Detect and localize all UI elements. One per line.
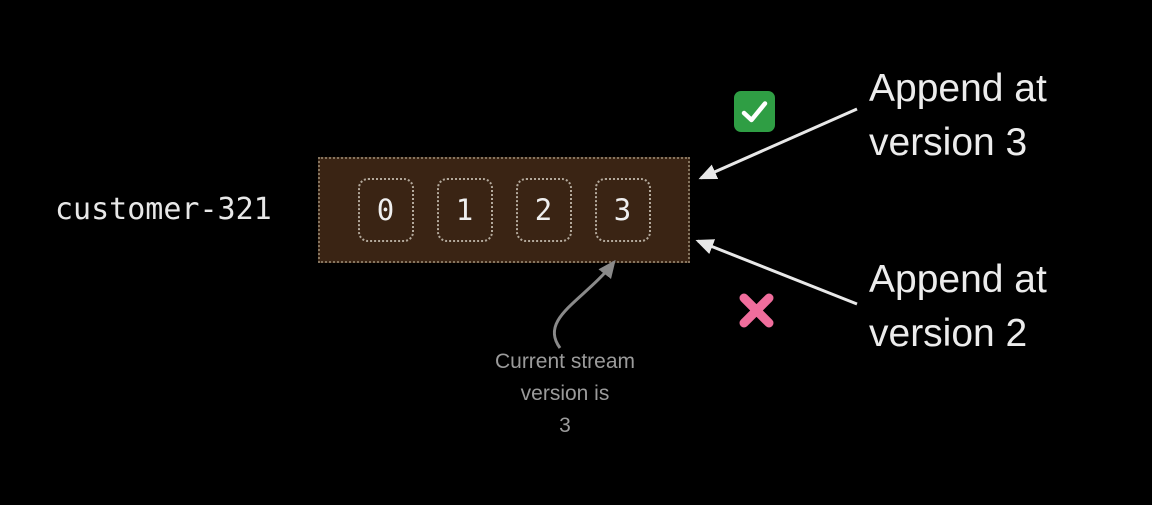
append-version-3-arrow — [698, 107, 858, 180]
current-version-note-line3: 3 — [559, 414, 571, 437]
current-version-arrow — [552, 259, 616, 349]
append-version-2-annotation: Append at version 2 — [869, 253, 1047, 361]
append-version-3-annotation: Append at version 3 — [869, 62, 1047, 170]
event-cell-0: 0 — [357, 178, 414, 242]
check-icon-background — [734, 91, 775, 132]
event-version-label: 0 — [376, 193, 395, 227]
event-version-label: 2 — [534, 193, 553, 227]
event-cell-1: 1 — [436, 178, 493, 242]
stream-name-label: customer-321 — [55, 192, 272, 227]
append-version-3-line1: Append at — [869, 67, 1047, 110]
event-version-label: 1 — [455, 193, 474, 227]
append-version-3-line2: version 3 — [869, 121, 1028, 164]
current-version-note-line2: version is — [520, 382, 610, 405]
check-icon — [733, 90, 776, 133]
event-cell-3: 3 — [594, 178, 651, 242]
current-version-note-line1: Current stream — [494, 350, 636, 373]
append-version-2-line2: version 2 — [869, 312, 1028, 355]
append-version-2-line1: Append at — [869, 258, 1047, 301]
event-version-label: 3 — [613, 193, 632, 227]
current-version-note: Current stream version is 3 — [475, 346, 655, 442]
append-version-2-arrow — [695, 239, 858, 306]
event-cell-2: 2 — [515, 178, 572, 242]
cross-icon — [736, 290, 777, 331]
event-stream-box: 0 1 2 3 — [318, 157, 690, 263]
